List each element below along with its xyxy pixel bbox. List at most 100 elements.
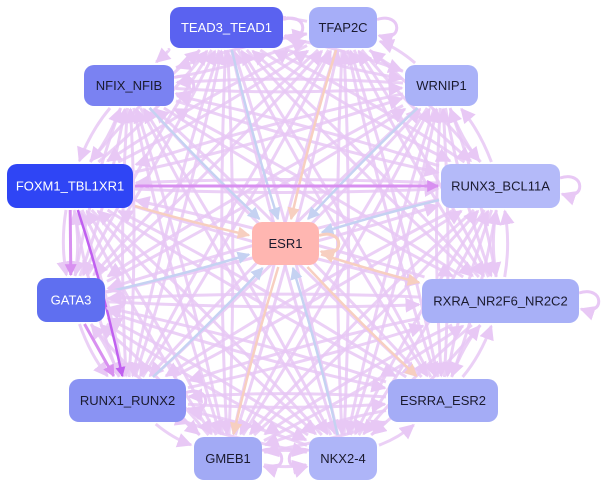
node-runx1[interactable]: RUNX1_RUNX2 — [69, 379, 186, 422]
node-nkx24[interactable]: NKX2-4 — [309, 437, 377, 480]
node-rxra[interactable]: RXRA_NR2F6_NR2C2 — [422, 279, 579, 323]
edge — [164, 208, 455, 378]
node-label: NFIX_NFIB — [96, 78, 162, 93]
node-label: TEAD3_TEAD1 — [181, 20, 272, 35]
node-nfix[interactable]: NFIX_NFIB — [84, 65, 174, 106]
edge — [142, 107, 333, 436]
edge — [263, 442, 308, 458]
edge — [106, 208, 397, 378]
edge — [460, 107, 493, 163]
edge — [239, 107, 429, 436]
node-box — [7, 164, 133, 208]
edge — [378, 423, 415, 447]
edge — [163, 106, 454, 278]
edge — [134, 92, 404, 168]
node-esr1[interactable]: ESR1 — [252, 222, 319, 265]
node-box — [194, 437, 262, 480]
node-label: WRNIP1 — [416, 78, 467, 93]
node-label: RUNX3_BCL11A — [451, 179, 550, 194]
edge — [128, 49, 221, 378]
edge — [499, 209, 515, 278]
strong-edge — [64, 209, 77, 277]
edge — [248, 208, 475, 436]
node-tfap2c[interactable]: TFAP2C — [309, 7, 377, 48]
edge — [263, 409, 387, 448]
edge — [141, 49, 333, 378]
hub-edge — [307, 107, 419, 220]
self-loop — [287, 447, 310, 478]
node-label: TFAP2C — [318, 20, 367, 35]
node-label: RUNX1_RUNX2 — [80, 393, 175, 408]
edge — [106, 303, 387, 384]
edge — [106, 290, 421, 306]
node-esrra[interactable]: ESRRA_ESR2 — [388, 379, 498, 422]
hub-edge — [106, 251, 251, 294]
self-loop — [578, 290, 601, 321]
self-loop — [282, 16, 305, 47]
node-foxm1[interactable]: FOXM1_TBL1XR1 — [7, 164, 133, 208]
edge — [132, 107, 224, 436]
edge — [154, 422, 193, 448]
node-label: RXRA_NR2F6_NR2C2 — [433, 294, 567, 309]
hub-edge — [290, 266, 339, 436]
edge — [187, 323, 425, 390]
node-box — [422, 279, 579, 323]
node-gata3[interactable]: GATA3 — [37, 278, 105, 322]
edge — [187, 397, 387, 413]
hub-edge — [320, 198, 440, 235]
node-wrnip1[interactable]: WRNIP1 — [405, 65, 478, 106]
edge — [378, 39, 417, 65]
hub-edge — [152, 267, 264, 378]
edge — [263, 323, 453, 436]
self-loop — [261, 447, 284, 478]
self-loop — [185, 389, 208, 420]
edge — [172, 209, 463, 379]
node-label: ESR1 — [269, 236, 303, 251]
self-loop — [173, 74, 196, 105]
hub-edge — [230, 49, 281, 221]
node-runx3[interactable]: RUNX3_BCL11A — [441, 164, 560, 208]
self-loop — [318, 232, 341, 263]
node-label: NKX2-4 — [320, 451, 366, 466]
edge — [461, 324, 494, 378]
node-box — [309, 437, 377, 480]
edge — [349, 107, 442, 436]
edge — [56, 209, 72, 277]
self-loop — [376, 16, 399, 47]
node-box — [405, 65, 478, 106]
nodes: TEAD3_TEAD1 TFAP2C NFIX_NFIB WRNIP1FOXM1_TB… — [7, 7, 579, 480]
hub-edge — [320, 253, 421, 286]
edge — [187, 316, 421, 384]
node-label: ESRRA_ESR2 — [400, 393, 486, 408]
node-box — [84, 65, 174, 106]
edge — [175, 81, 404, 97]
hub-edge — [148, 107, 261, 220]
strong-edge — [83, 323, 116, 378]
edge — [117, 209, 408, 379]
node-box — [388, 379, 498, 422]
node-box — [37, 278, 105, 322]
edge — [77, 107, 112, 163]
edge — [106, 297, 421, 313]
node-label: FOXM1_TBL1XR1 — [16, 179, 124, 194]
edge — [134, 95, 404, 174]
self-loop — [559, 175, 582, 206]
edge — [187, 388, 387, 404]
node-box — [69, 379, 186, 422]
hub-edge — [287, 49, 338, 221]
node-box — [170, 7, 283, 48]
hub-edge — [230, 266, 280, 436]
edge — [134, 182, 440, 198]
node-gmeb1[interactable]: GMEB1 — [194, 437, 262, 480]
node-box — [252, 222, 319, 265]
edge — [155, 47, 172, 64]
hub-edges — [106, 49, 440, 436]
node-tead3[interactable]: TEAD3_TEAD1 — [170, 7, 283, 48]
edge — [347, 49, 440, 378]
node-label: GATA3 — [51, 293, 92, 308]
edge — [263, 324, 465, 442]
hub-edge — [134, 204, 251, 239]
edge — [175, 74, 404, 90]
